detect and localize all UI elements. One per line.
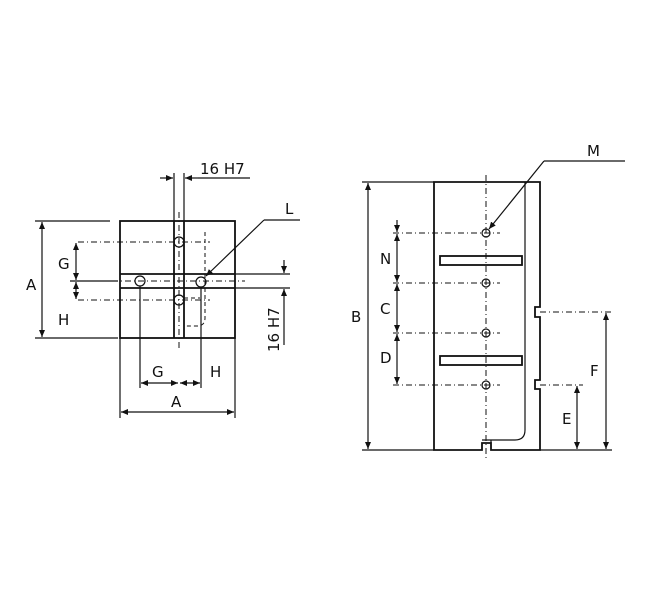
label-E: E	[562, 410, 571, 428]
label-B: B	[351, 308, 361, 326]
label-A-left: A	[26, 276, 37, 294]
label-H-bottom: H	[210, 363, 221, 381]
label-F: F	[590, 362, 599, 380]
label-A-bottom: A	[171, 393, 182, 411]
label-C: C	[380, 300, 390, 318]
label-N: N	[380, 250, 391, 268]
front-view: A G H 16 H7 L 16 H7 G H	[26, 160, 300, 418]
side-view: B N C D M E F	[351, 142, 625, 458]
label-G-left: G	[58, 255, 70, 273]
label-D: D	[380, 349, 392, 367]
label-H-left: H	[58, 311, 69, 329]
label-G-bottom: G	[152, 363, 164, 381]
slot	[439, 255, 523, 266]
block-outline	[119, 220, 236, 339]
label-L: L	[285, 200, 294, 218]
label-16H7-right: 16 H7	[265, 307, 283, 352]
label-M: M	[587, 142, 600, 160]
label-16H7-top: 16 H7	[200, 160, 245, 178]
slot	[439, 355, 523, 366]
block-outline	[433, 181, 541, 451]
